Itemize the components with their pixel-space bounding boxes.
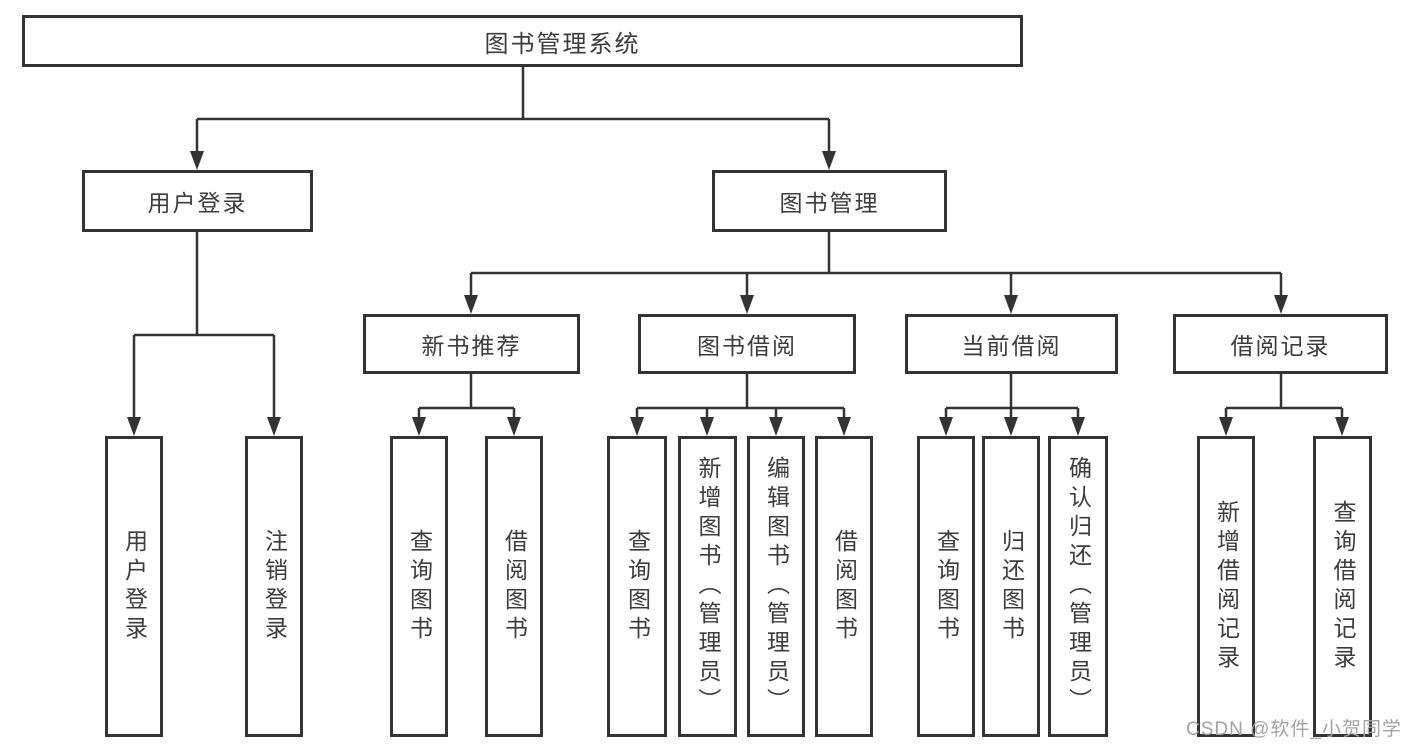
node-recommend-borrow-books: 借阅图书: [485, 436, 543, 737]
node-current-confirm-return-admin-label: 确认归还（管理员）: [1065, 456, 1092, 717]
node-current-search-books: 查询图书: [917, 436, 975, 737]
node-current-return-books: 归还图书: [982, 436, 1040, 737]
node-records-search-record: 查询借阅记录: [1313, 436, 1372, 737]
node-current-search-books-label: 查询图书: [933, 528, 960, 645]
node-borrowing-records-label: 借阅记录: [1230, 333, 1331, 359]
node-records-add-record-label: 新增借阅记录: [1213, 499, 1240, 674]
node-current-confirm-return-admin: 确认归还（管理员）: [1048, 436, 1108, 737]
node-recommend-search-books-label: 查询图书: [406, 528, 433, 645]
node-borrow-search-books: 查询图书: [607, 436, 667, 737]
node-borrow-borrow-books: 借阅图书: [815, 436, 873, 737]
node-logout: 注销登录: [245, 436, 303, 737]
node-book-borrowing: 图书借阅: [638, 314, 856, 374]
node-login: 用户登录: [105, 436, 163, 737]
node-recommend-search-books: 查询图书: [390, 436, 448, 737]
node-current-borrowing-label: 当前借阅: [961, 333, 1062, 359]
csdn-watermark: CSDN @软件_小贺同学: [1186, 719, 1402, 740]
node-borrow-edit-books-admin: 编辑图书（管理员）: [747, 436, 805, 737]
node-login-label: 用户登录: [121, 528, 148, 645]
node-current-borrowing: 当前借阅: [905, 314, 1118, 374]
node-recommend-borrow-books-label: 借阅图书: [501, 528, 528, 645]
node-borrowing-records: 借阅记录: [1173, 314, 1388, 374]
node-current-return-books-label: 归还图书: [998, 528, 1025, 645]
node-records-search-record-label: 查询借阅记录: [1330, 499, 1356, 674]
node-user-login: 用户登录: [82, 170, 313, 232]
node-book-borrowing-label: 图书借阅: [697, 333, 797, 359]
node-borrow-search-books-label: 查询图书: [624, 528, 651, 645]
node-records-add-record: 新增借阅记录: [1197, 436, 1255, 737]
node-borrow-add-books-admin: 新增图书（管理员）: [678, 436, 737, 737]
node-new-book-recommendation: 新书推荐: [363, 314, 580, 374]
node-borrow-borrow-books-label: 借阅图书: [831, 528, 858, 645]
node-new-book-recommendation-label: 新书推荐: [421, 333, 522, 359]
node-root: 图书管理系统: [22, 15, 1023, 67]
node-root-label: 图书管理系统: [484, 30, 641, 58]
node-book-management-label: 图书管理: [779, 190, 880, 216]
arrowheads: [127, 151, 1349, 436]
node-user-login-label: 用户登录: [147, 190, 248, 216]
node-borrow-add-books-admin-label: 新增图书（管理员）: [695, 456, 721, 717]
node-borrow-edit-books-admin-label: 编辑图书（管理员）: [763, 456, 790, 717]
node-logout-label: 注销登录: [261, 528, 288, 645]
node-book-management: 图书管理: [712, 170, 947, 232]
